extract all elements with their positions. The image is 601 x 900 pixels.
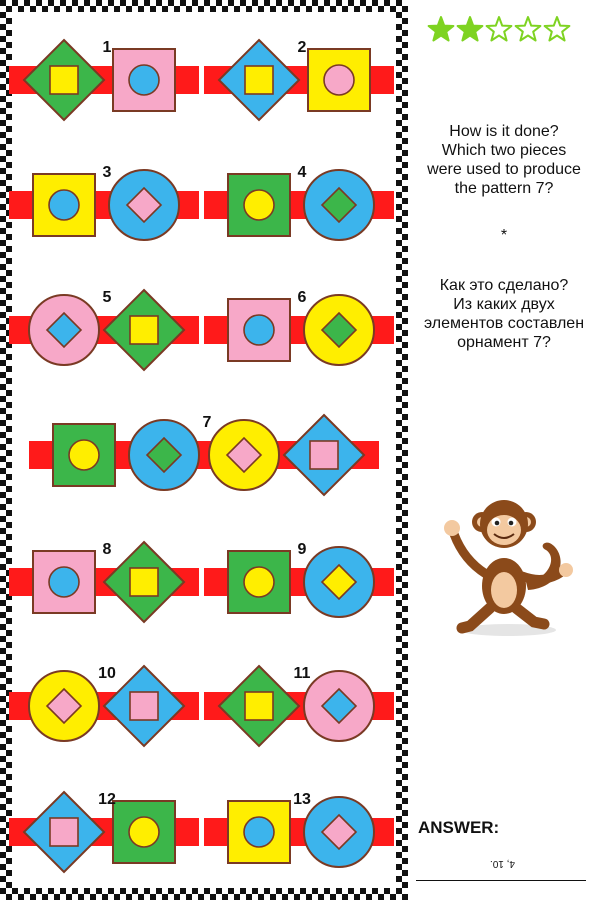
pattern-12-piece-2 bbox=[112, 800, 176, 864]
answer-upside-down: 4, 10. bbox=[490, 858, 516, 869]
pattern-6-piece-1 bbox=[227, 298, 291, 362]
pattern-5[interactable]: 5 bbox=[9, 288, 199, 372]
pattern-2[interactable]: 2 bbox=[204, 38, 394, 122]
pattern-7[interactable]: 7 bbox=[29, 413, 379, 497]
pattern-8[interactable]: 8 bbox=[9, 540, 199, 624]
pattern-12[interactable]: 12 bbox=[9, 790, 199, 874]
pattern-6-piece-2 bbox=[303, 294, 375, 366]
star-empty-icon bbox=[485, 16, 513, 42]
pattern-3-piece-2 bbox=[108, 169, 180, 241]
pattern-number: 7 bbox=[203, 414, 212, 431]
star-filled-icon bbox=[427, 16, 455, 42]
pattern-12-piece-1 bbox=[22, 790, 106, 874]
pattern-11-piece-2 bbox=[303, 670, 375, 742]
pattern-11-piece-1 bbox=[217, 664, 301, 748]
pattern-9[interactable]: 9 bbox=[204, 541, 394, 618]
question-english: How is it done? Which two pieces were us… bbox=[427, 123, 581, 197]
difficulty-rating bbox=[427, 16, 571, 42]
answer-input-line[interactable] bbox=[416, 880, 586, 881]
separator: * bbox=[500, 227, 508, 244]
star-filled-icon bbox=[456, 16, 484, 42]
pattern-2-piece-1 bbox=[217, 38, 301, 122]
pattern-7-piece-4 bbox=[282, 413, 366, 497]
answer-label: ANSWER: bbox=[418, 818, 500, 837]
pattern-6[interactable]: 6 bbox=[204, 289, 394, 366]
pattern-13-piece-1 bbox=[227, 800, 291, 864]
monkey-illustration bbox=[444, 500, 573, 636]
pattern-8-piece-2 bbox=[102, 540, 186, 624]
pattern-4-piece-1 bbox=[227, 173, 291, 237]
pattern-10[interactable]: 10 bbox=[9, 664, 199, 748]
pattern-7-piece-3 bbox=[208, 419, 280, 491]
pattern-9-piece-1 bbox=[227, 550, 291, 614]
pattern-10-piece-2 bbox=[102, 664, 186, 748]
pattern-4[interactable]: 4 bbox=[204, 164, 394, 241]
pattern-number: 8 bbox=[103, 541, 112, 558]
pattern-4-piece-2 bbox=[303, 169, 375, 241]
pattern-number: 6 bbox=[298, 289, 307, 306]
pattern-number: 12 bbox=[98, 791, 116, 808]
pattern-2-piece-2 bbox=[307, 48, 371, 112]
pattern-13[interactable]: 13 bbox=[204, 791, 394, 868]
pattern-number: 2 bbox=[298, 39, 307, 56]
pattern-11[interactable]: 11 bbox=[204, 664, 394, 748]
pattern-13-piece-2 bbox=[303, 796, 375, 868]
pattern-7-piece-1 bbox=[52, 423, 116, 487]
pattern-number: 13 bbox=[293, 791, 311, 808]
pattern-3-piece-1 bbox=[32, 173, 96, 237]
pattern-number: 11 bbox=[294, 665, 311, 682]
pattern-9-piece-2 bbox=[303, 546, 375, 618]
pattern-number: 1 bbox=[103, 39, 112, 56]
pattern-7-piece-2 bbox=[128, 419, 200, 491]
pattern-1-piece-1 bbox=[22, 38, 106, 122]
pattern-number: 9 bbox=[298, 541, 307, 558]
pattern-5-piece-1 bbox=[28, 294, 100, 366]
pattern-8-piece-1 bbox=[32, 550, 96, 614]
pattern-number: 4 bbox=[298, 164, 307, 181]
pattern-number: 5 bbox=[103, 289, 112, 306]
pattern-number: 10 bbox=[98, 665, 116, 682]
pattern-number: 3 bbox=[103, 164, 112, 181]
pattern-10-piece-1 bbox=[28, 670, 100, 742]
pattern-5-piece-2 bbox=[102, 288, 186, 372]
star-empty-icon bbox=[543, 16, 571, 42]
pattern-3[interactable]: 3 bbox=[9, 164, 199, 241]
pattern-1-piece-2 bbox=[112, 48, 176, 112]
checkered-border bbox=[0, 0, 408, 900]
pattern-1[interactable]: 1 bbox=[9, 38, 199, 122]
question-russian: Как это сделано? Из каких двух элементов… bbox=[423, 277, 585, 351]
star-empty-icon bbox=[514, 16, 542, 42]
